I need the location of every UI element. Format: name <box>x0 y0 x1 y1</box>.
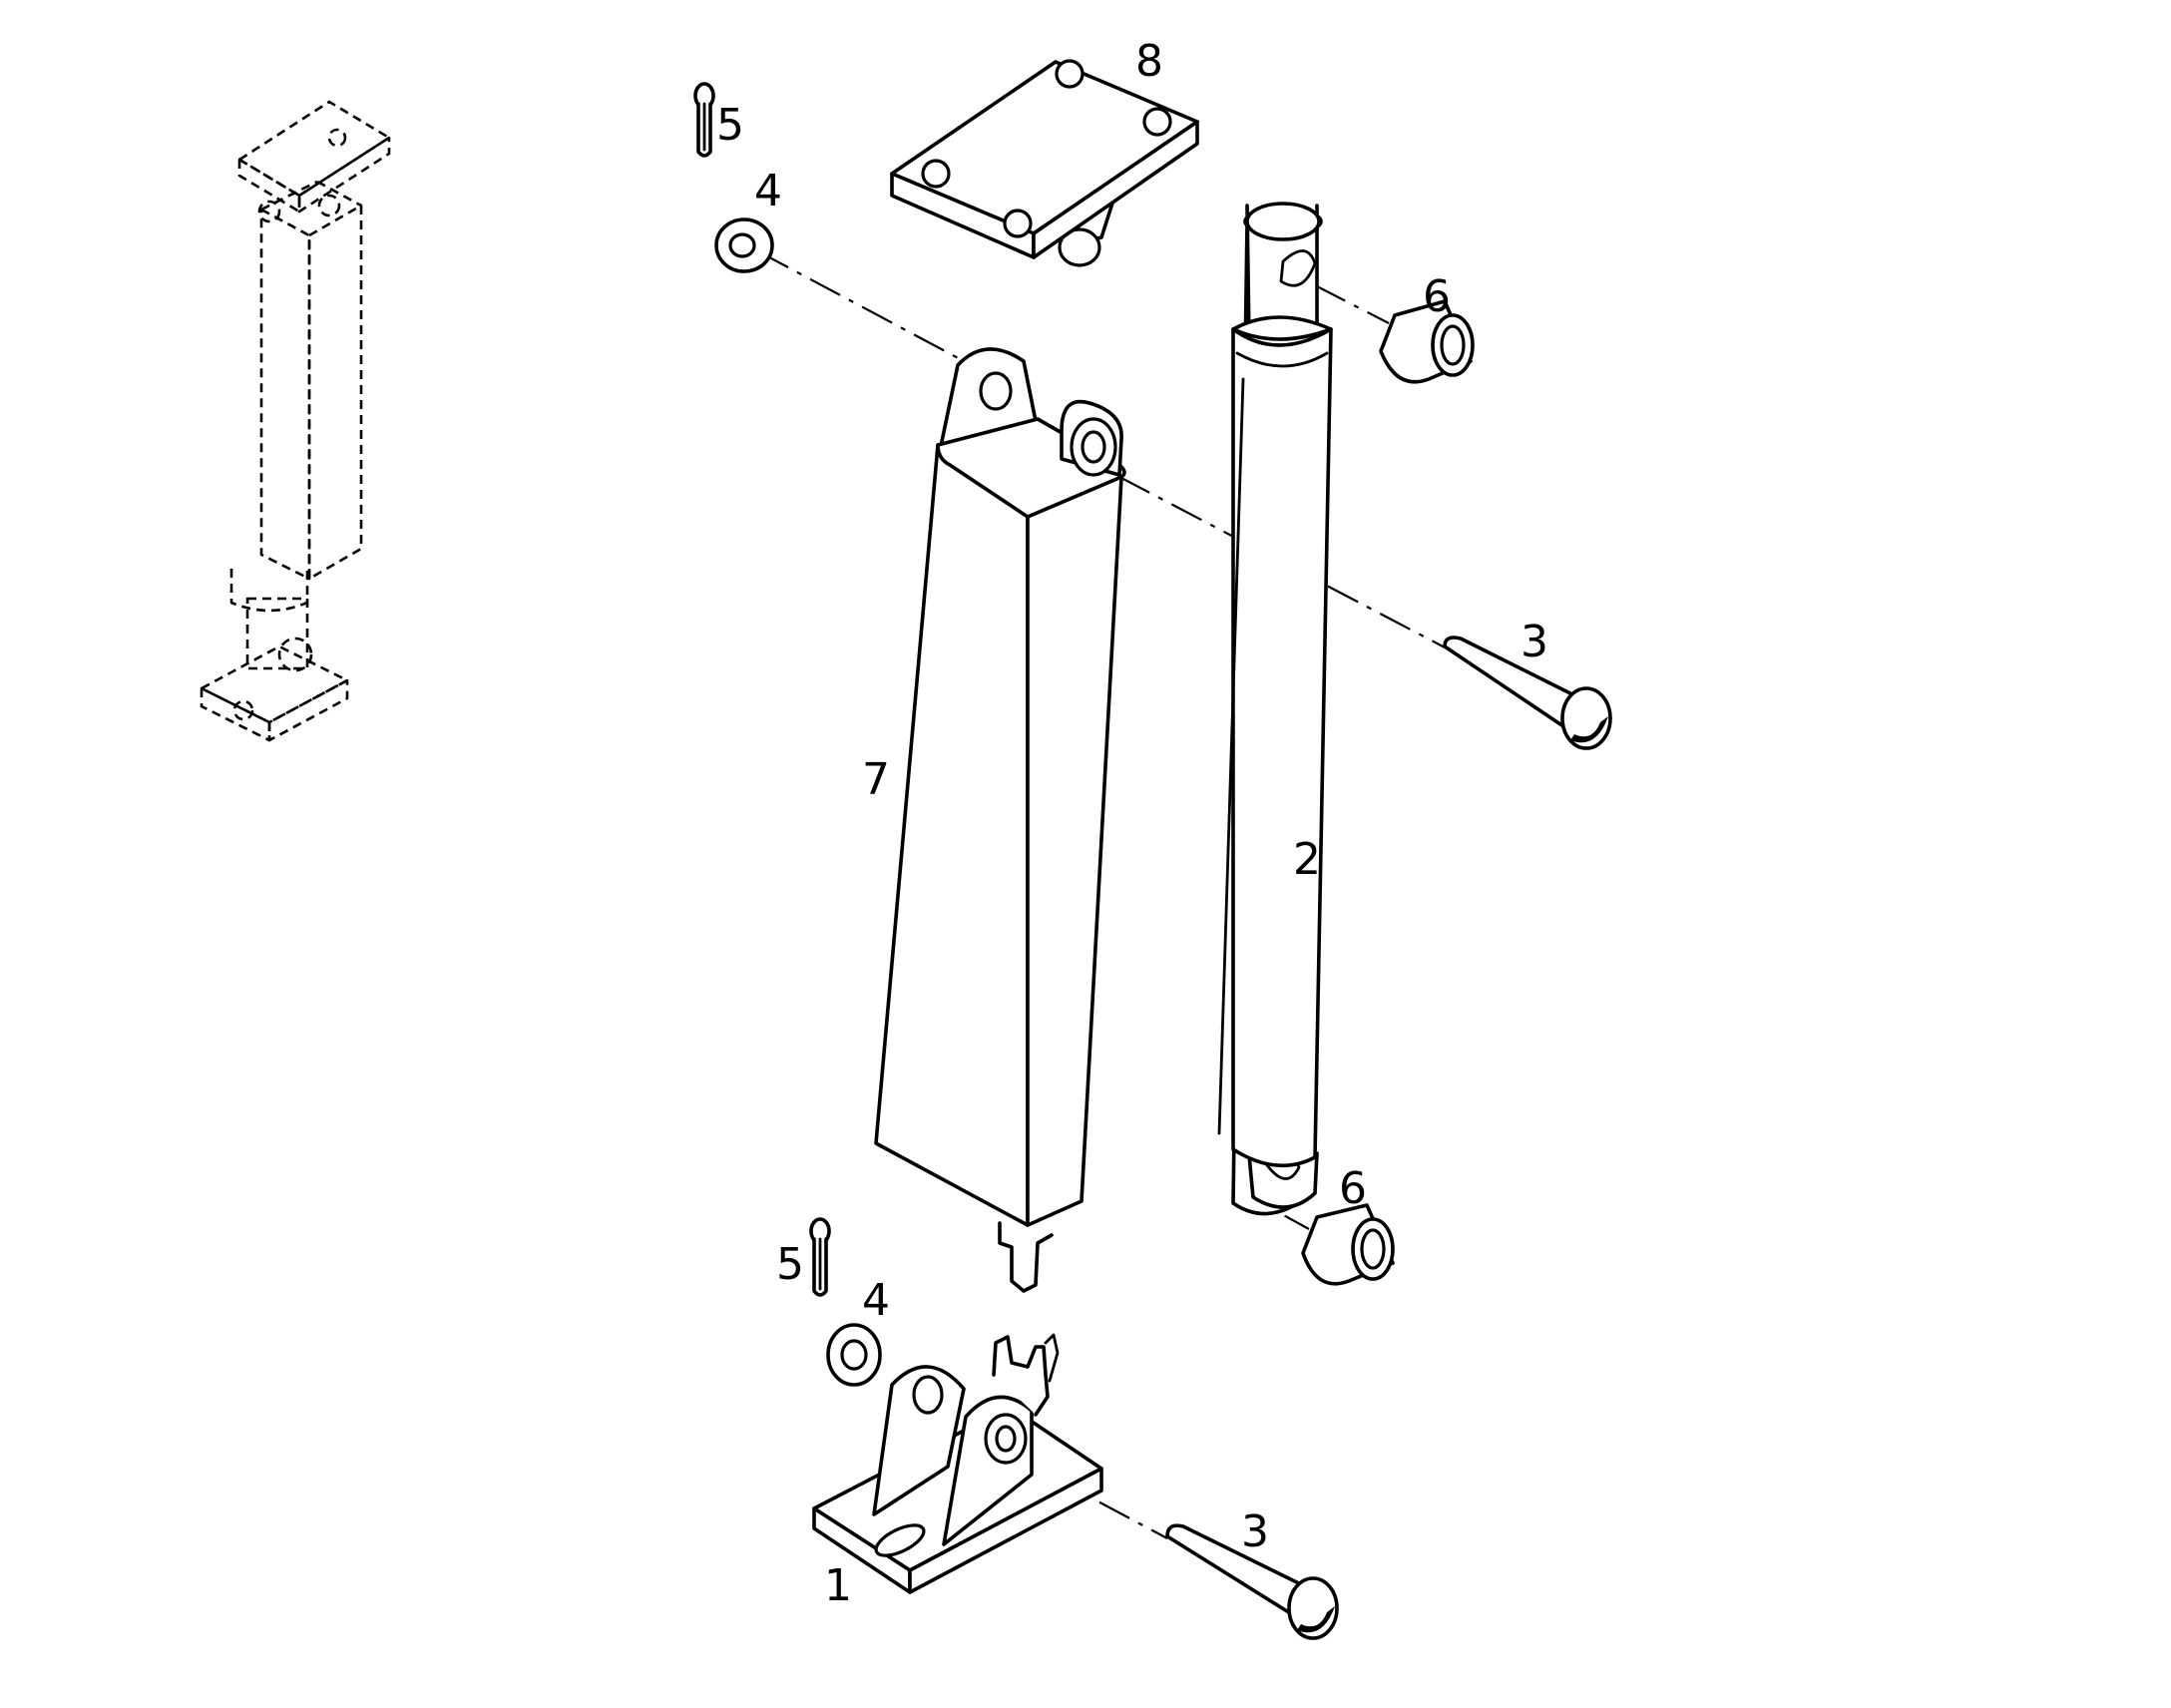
callout-lower-washer: 4 <box>862 1275 890 1326</box>
callout-top-plate: 8 <box>1135 36 1163 87</box>
callout-upper-bushing: 6 <box>1423 271 1451 322</box>
callout-base-bracket: 1 <box>824 1560 852 1611</box>
hydraulic-cylinder <box>1217 202 1333 1216</box>
callout-cylinder: 2 <box>1293 834 1321 885</box>
callout-labels: 1 2 3 3 4 4 5 5 6 6 7 8 <box>716 36 1548 1611</box>
upper-bushing <box>1379 299 1475 384</box>
callout-upper-pin: 3 <box>1520 617 1548 667</box>
lower-bushing <box>1301 1203 1395 1286</box>
upper-pin <box>1443 636 1612 750</box>
upper-washer <box>714 217 774 273</box>
callout-lower-pin: 3 <box>1241 1506 1269 1557</box>
lower-washer <box>826 1323 882 1387</box>
base-bracket <box>812 1333 1103 1594</box>
top-mounting-plate <box>890 59 1199 267</box>
lower-pin <box>1165 1523 1339 1640</box>
callout-lower-cotter-pin: 5 <box>776 1239 804 1290</box>
lower-cotter-pin <box>809 1217 831 1297</box>
upper-cotter-pin <box>693 82 715 158</box>
assembled-overview-sketch <box>200 100 391 742</box>
callout-upper-cotter-pin: 5 <box>716 100 744 151</box>
channel-housing <box>874 347 1126 1293</box>
callout-upper-washer: 4 <box>754 166 782 216</box>
callout-lower-bushing: 6 <box>1339 1163 1367 1214</box>
callout-channel-housing: 7 <box>862 754 890 805</box>
